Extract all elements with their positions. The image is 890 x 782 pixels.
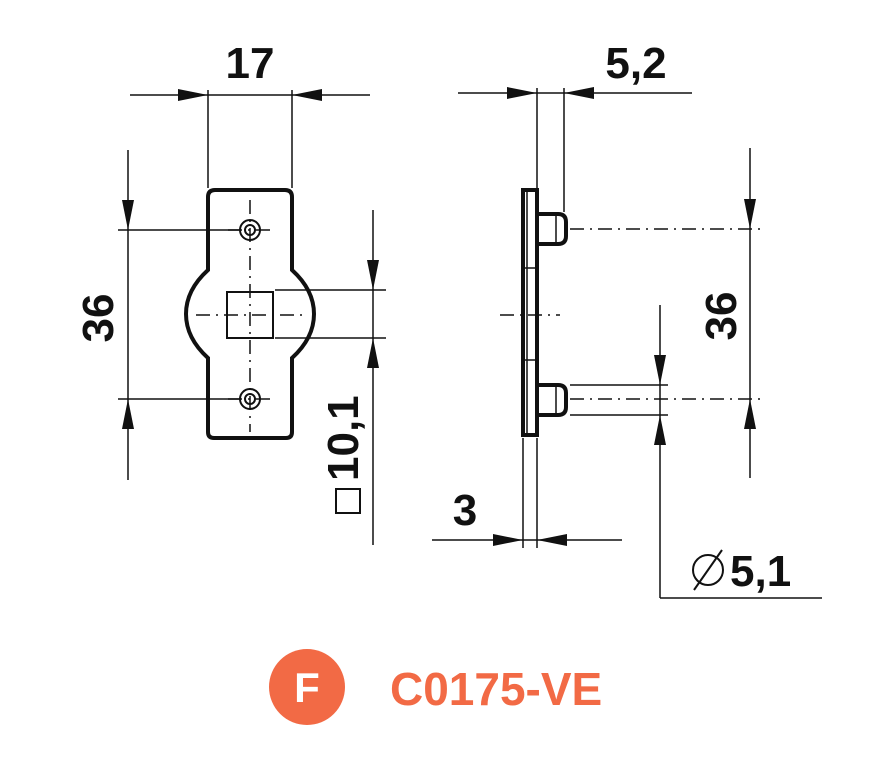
pin-length-label: 5,2 <box>605 39 666 88</box>
width-arrow-right <box>292 89 322 101</box>
badge-circle <box>269 649 345 725</box>
front-view: 17 36 10,1 <box>74 39 386 545</box>
square-arrow-top <box>367 260 379 290</box>
side-plate <box>521 188 539 437</box>
pin-arrow-left <box>507 87 537 99</box>
pin-arrow-right <box>564 87 594 99</box>
side-height-arrow-bottom <box>744 399 756 429</box>
width-label: 17 <box>226 39 275 88</box>
height-side-label: 36 <box>697 292 746 341</box>
top-pin <box>537 212 568 246</box>
dia-symbol <box>692 549 724 591</box>
side-view: 5,2 36 5,1 3 <box>432 39 822 599</box>
thick-arrow-left <box>493 534 523 546</box>
height-front-label: 36 <box>74 294 123 343</box>
dia-arrow-top <box>654 355 666 385</box>
footer: F C0175-VE <box>269 649 602 725</box>
square-arrow-bottom <box>367 338 379 368</box>
bottom-pin <box>537 383 568 417</box>
width-arrow-left <box>178 89 208 101</box>
dia-arrow-bottom <box>654 415 666 445</box>
pin-diameter-label: 5,1 <box>730 547 791 596</box>
thick-arrow-right <box>537 534 567 546</box>
square-symbol <box>335 488 361 514</box>
side-height-arrow-top <box>744 199 756 229</box>
square-size-label: 10,1 <box>319 395 368 481</box>
badge-letter: F <box>294 664 320 711</box>
thickness-label: 3 <box>453 486 477 535</box>
height-arrow-bottom <box>122 399 134 429</box>
front-plate-outline <box>183 188 317 440</box>
height-arrow-top <box>122 200 134 230</box>
square-label-group: 10,1 <box>319 395 368 514</box>
product-code: C0175-VE <box>390 663 602 715</box>
